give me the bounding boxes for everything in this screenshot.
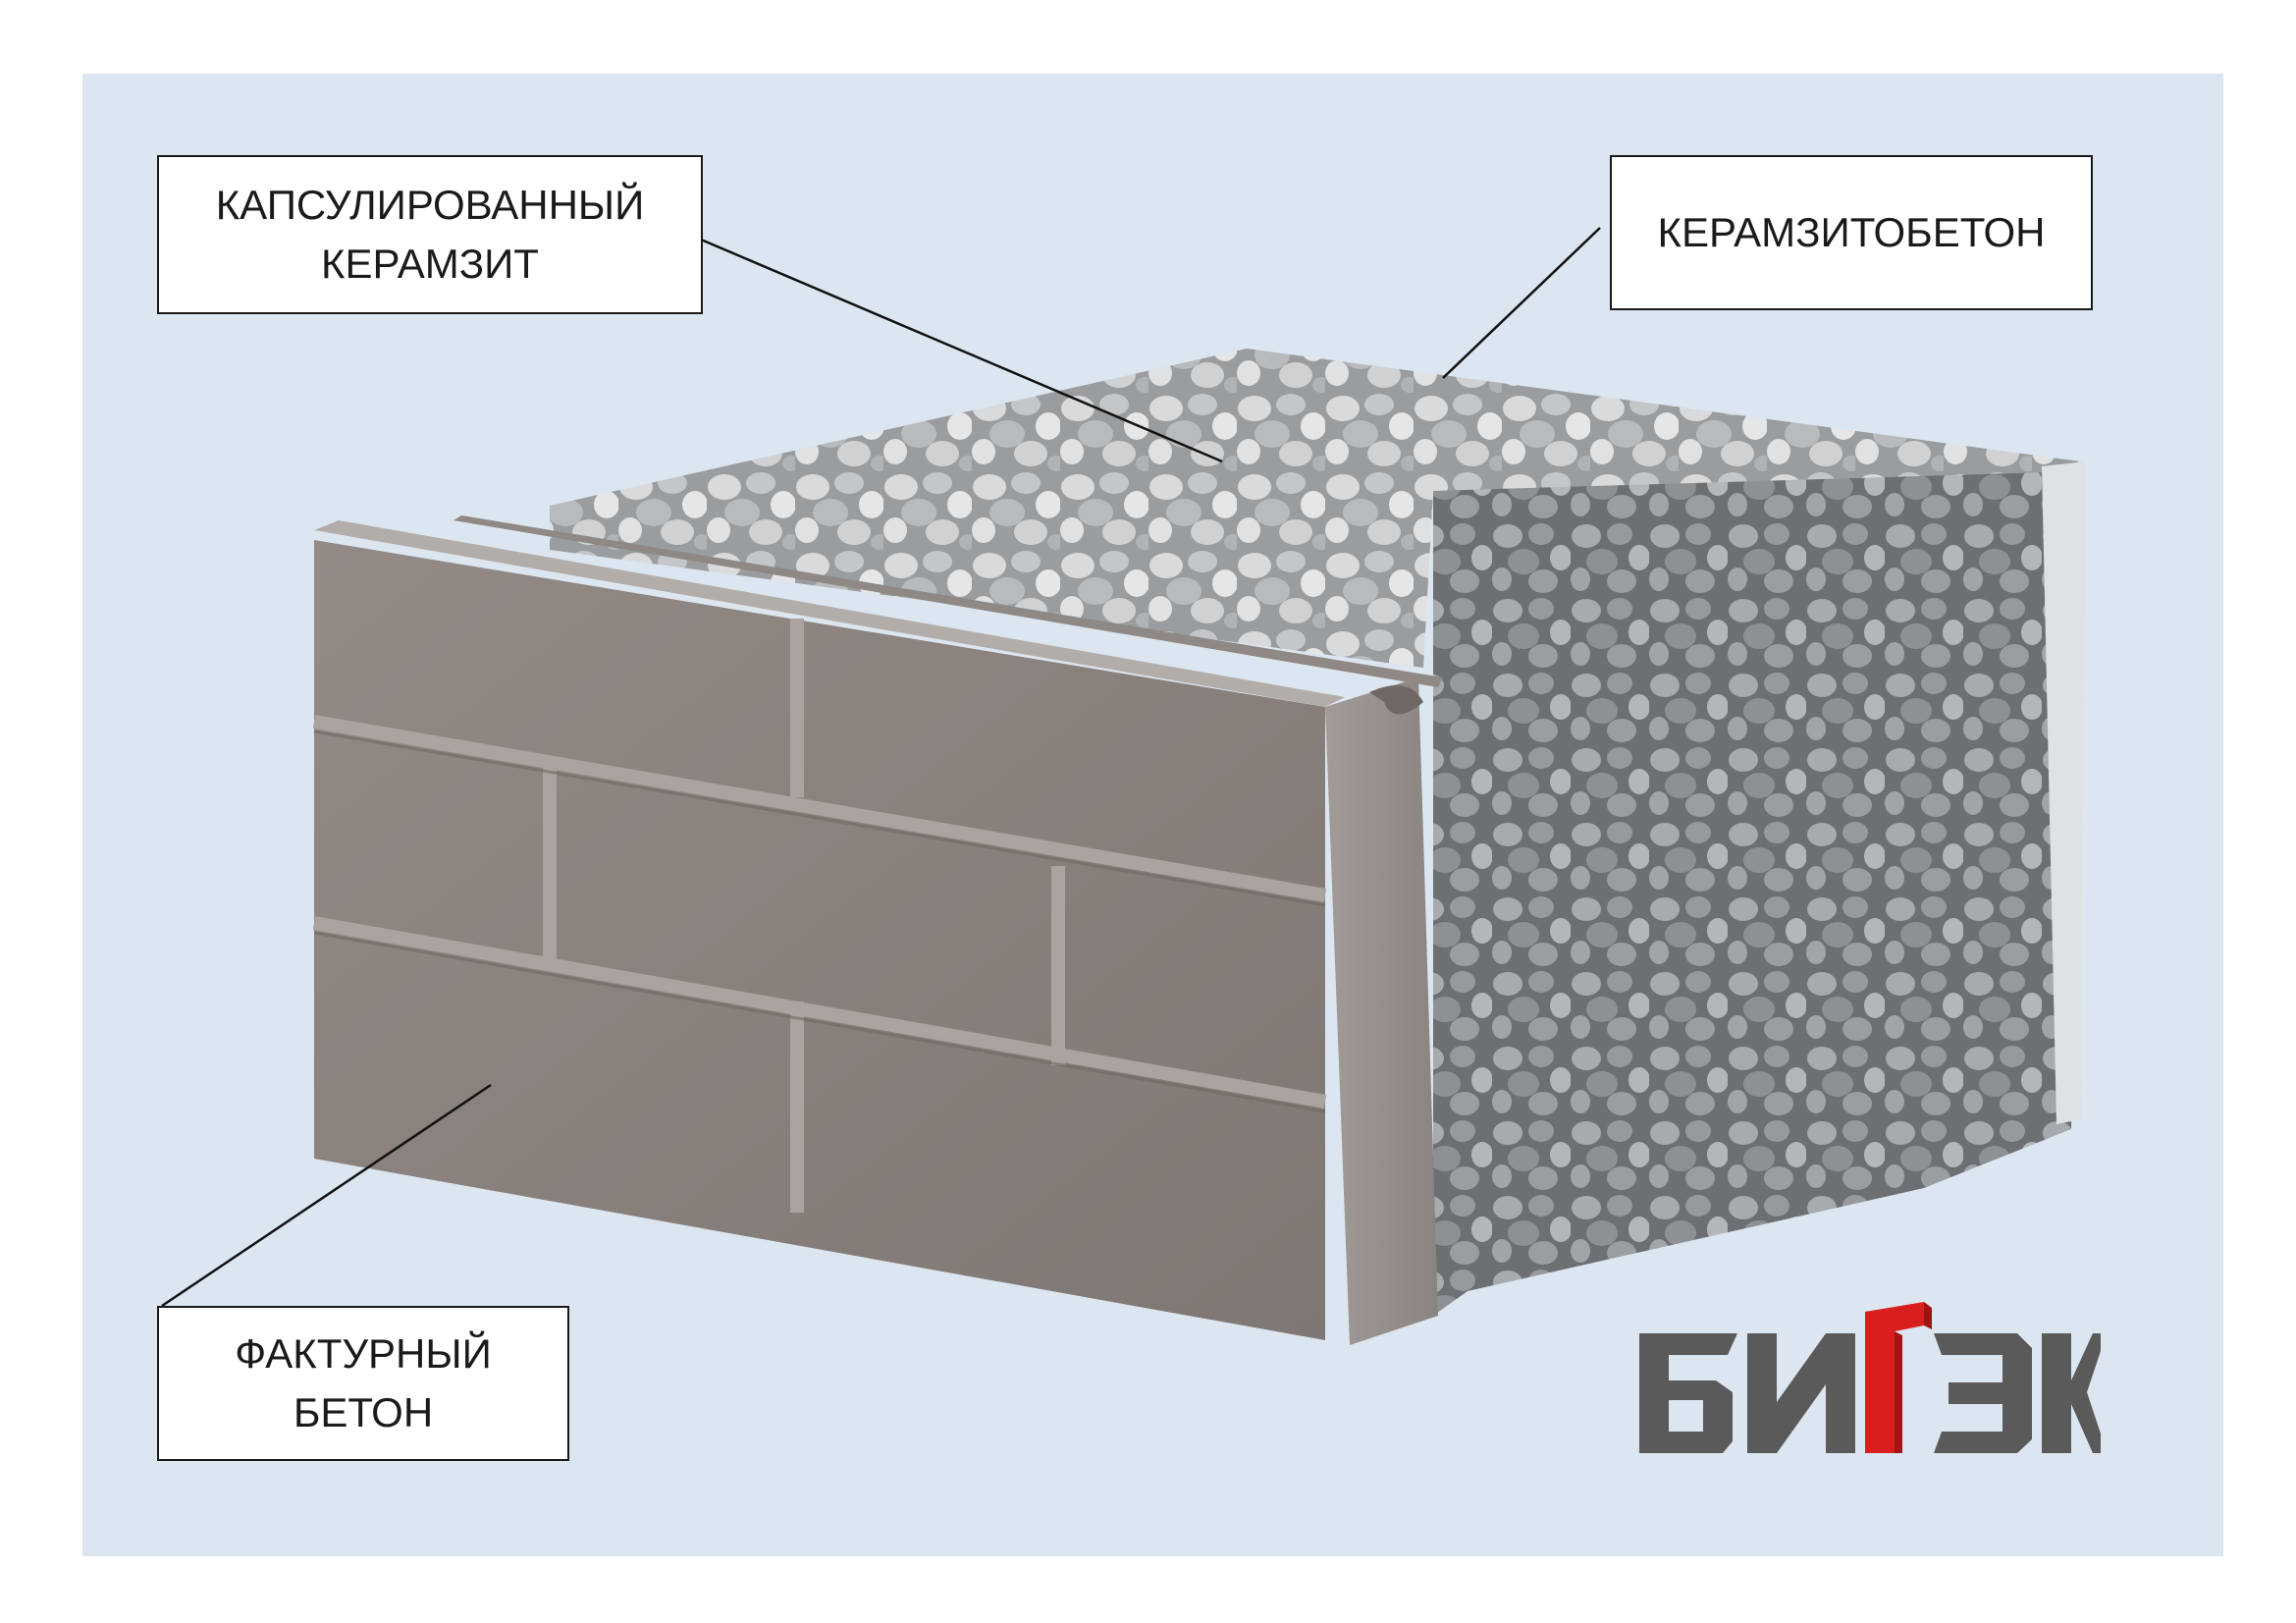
label-textured-concrete-line1: ФАКТУРНЫЙ [235, 1330, 492, 1377]
leader-textured-concrete [161, 1083, 492, 1308]
label-expanded-clay-concrete-line1: КЕРАМЗИТОБЕТОН [1657, 209, 2046, 255]
leader-lines [161, 227, 1601, 1308]
label-textured-concrete-line2: БЕТОН [293, 1389, 434, 1435]
leader-expanded-clay-concrete [1442, 227, 1601, 379]
aggregate-side [1433, 471, 2081, 1316]
label-expanded-clay-concrete: КЕРАМЗИТОБЕТОН [1610, 155, 2093, 310]
label-textured-concrete: ФАКТУРНЫЙ БЕТОН [157, 1306, 569, 1461]
mortar-joints [312, 619, 1327, 1213]
label-encapsulated-clay-line2: КЕРАМЗИТ [321, 241, 539, 287]
bitek-logo [1639, 1302, 2101, 1453]
aggregate-edge [2042, 461, 2086, 1124]
tongue-groove [1369, 684, 1423, 715]
face-top-edge [314, 520, 1345, 707]
face-side [1325, 677, 1438, 1345]
textured-concrete-face [314, 540, 1325, 1340]
aggregate-top [550, 349, 2081, 668]
leader-encapsulated-clay [686, 232, 1223, 463]
back-shell [454, 515, 1443, 687]
label-encapsulated-clay-line1: КАПСУЛИРОВАННЫЙ [215, 182, 645, 228]
label-encapsulated-clay: КАПСУЛИРОВАННЫЙ КЕРАМЗИТ [157, 155, 703, 314]
